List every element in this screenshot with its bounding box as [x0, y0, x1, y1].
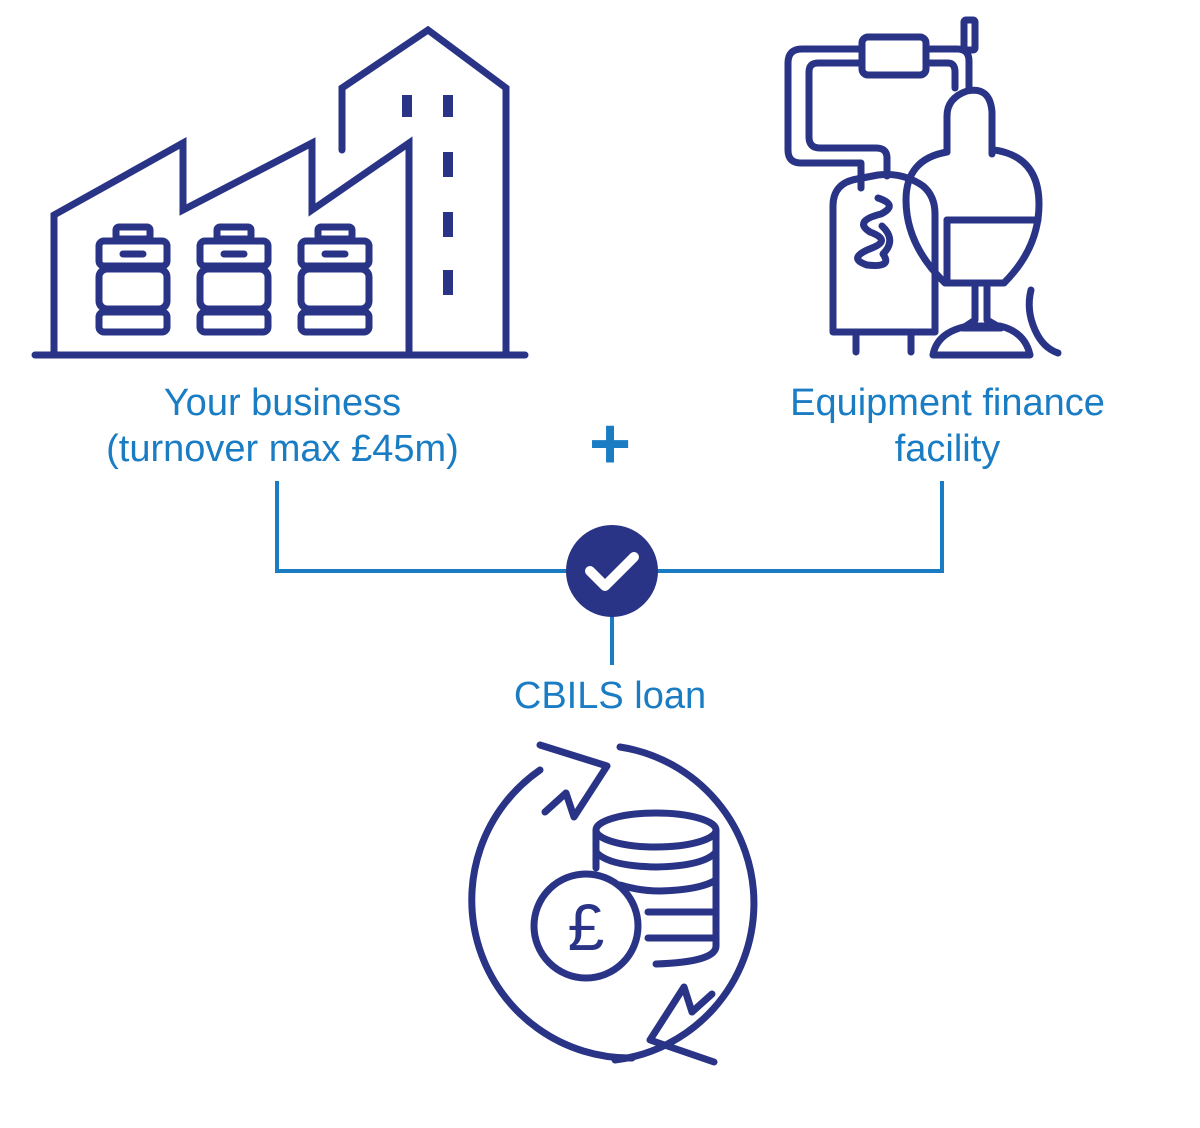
arrow-head-bottom [646, 983, 718, 1066]
gas-cylinder-icon [95, 223, 171, 336]
business-label-line2: (turnover max £45m) [106, 428, 459, 470]
pound-symbol: £ [568, 890, 605, 964]
equipment-label-line1: Equipment finance [790, 382, 1105, 424]
arrow-head-top [536, 741, 611, 821]
cbils-loan-text: CBILS loan [513, 675, 707, 717]
gas-cylinder-icon [196, 223, 272, 336]
refresh-arrow-bottom [468, 766, 636, 1062]
distillery-equipment-icon [784, 16, 1062, 359]
equipment-label-line2: facility [894, 428, 1001, 470]
gas-cylinder-icon [297, 223, 373, 336]
business-label: Your business (turnover max £45m) [40, 380, 525, 472]
cbils-loan-label: CBILS loan [450, 673, 770, 719]
business-label-line1: Your business [163, 382, 402, 424]
coin-stack-icon [592, 809, 720, 968]
factory-icon [31, 25, 529, 359]
check-circle-icon [566, 525, 658, 617]
equipment-label: Equipment finance facility [735, 380, 1160, 472]
plus-sign: + [588, 404, 632, 484]
pound-coin-icon [530, 870, 642, 982]
refresh-coins-pound-icon [468, 741, 758, 1066]
refresh-arrow-top [611, 743, 758, 1064]
